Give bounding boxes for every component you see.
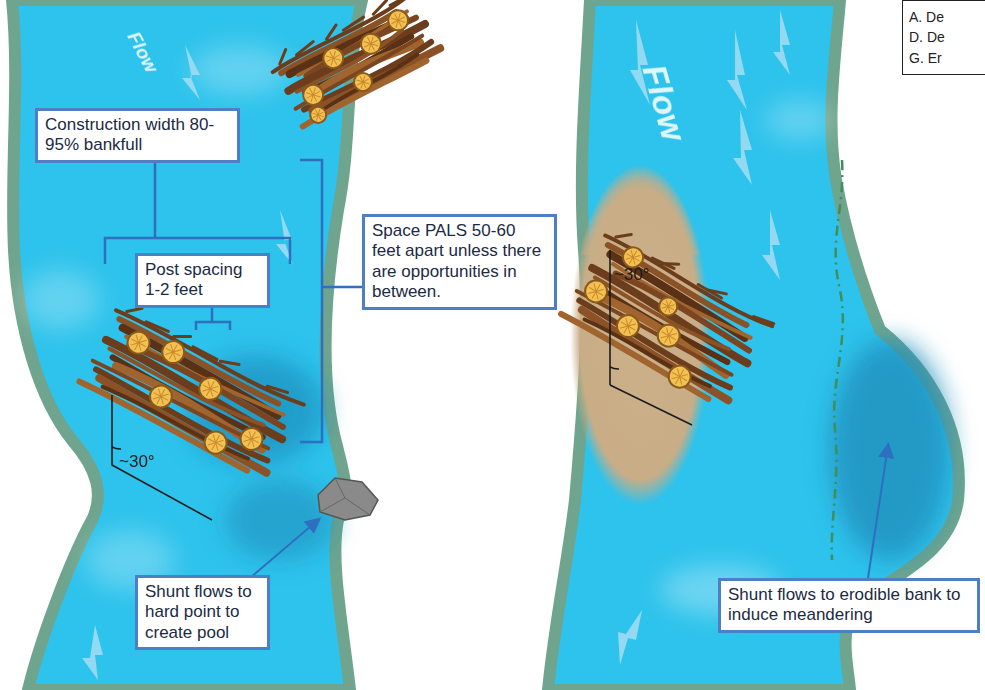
legend-key-box: A. DeD. DeG. Er: [902, 0, 985, 75]
callout-box: Shunt flows to erodible bank to induce m…: [718, 578, 980, 633]
key-entry: G. Er: [909, 48, 985, 68]
callout-text: Shunt flows to hard point to create pool: [145, 582, 260, 643]
key-entry: D. De: [909, 27, 985, 47]
callout-text: Construction width 80-95% bankfull: [45, 115, 230, 156]
meander-line: [832, 160, 843, 560]
log-jam: [266, 0, 447, 131]
callout-text: Post spacing 1-2 feet: [145, 260, 260, 301]
angle-label: ~30°: [119, 452, 155, 472]
callout-text: Shunt flows to erodible bank to induce m…: [728, 585, 970, 626]
leader-arrows: [250, 446, 888, 578]
left-channel: [12, 0, 362, 690]
rock: [318, 478, 378, 520]
key-entry: A. De: [909, 7, 985, 27]
log-jam: [557, 223, 777, 413]
brackets: [105, 160, 362, 442]
angle-label: ~30°: [614, 265, 650, 285]
callout-box: Post spacing 1-2 feet: [135, 253, 270, 308]
pool-shading: [20, 45, 950, 615]
callout-text: Space PALS 50-60 feet apart unless there…: [372, 221, 547, 303]
callout-box: Shunt flows to hard point to create pool: [135, 575, 270, 650]
callout-box: Construction width 80-95% bankfull: [35, 108, 240, 163]
callout-box: Space PALS 50-60 feet apart unless there…: [362, 214, 557, 310]
log-jams: [78, 0, 777, 480]
